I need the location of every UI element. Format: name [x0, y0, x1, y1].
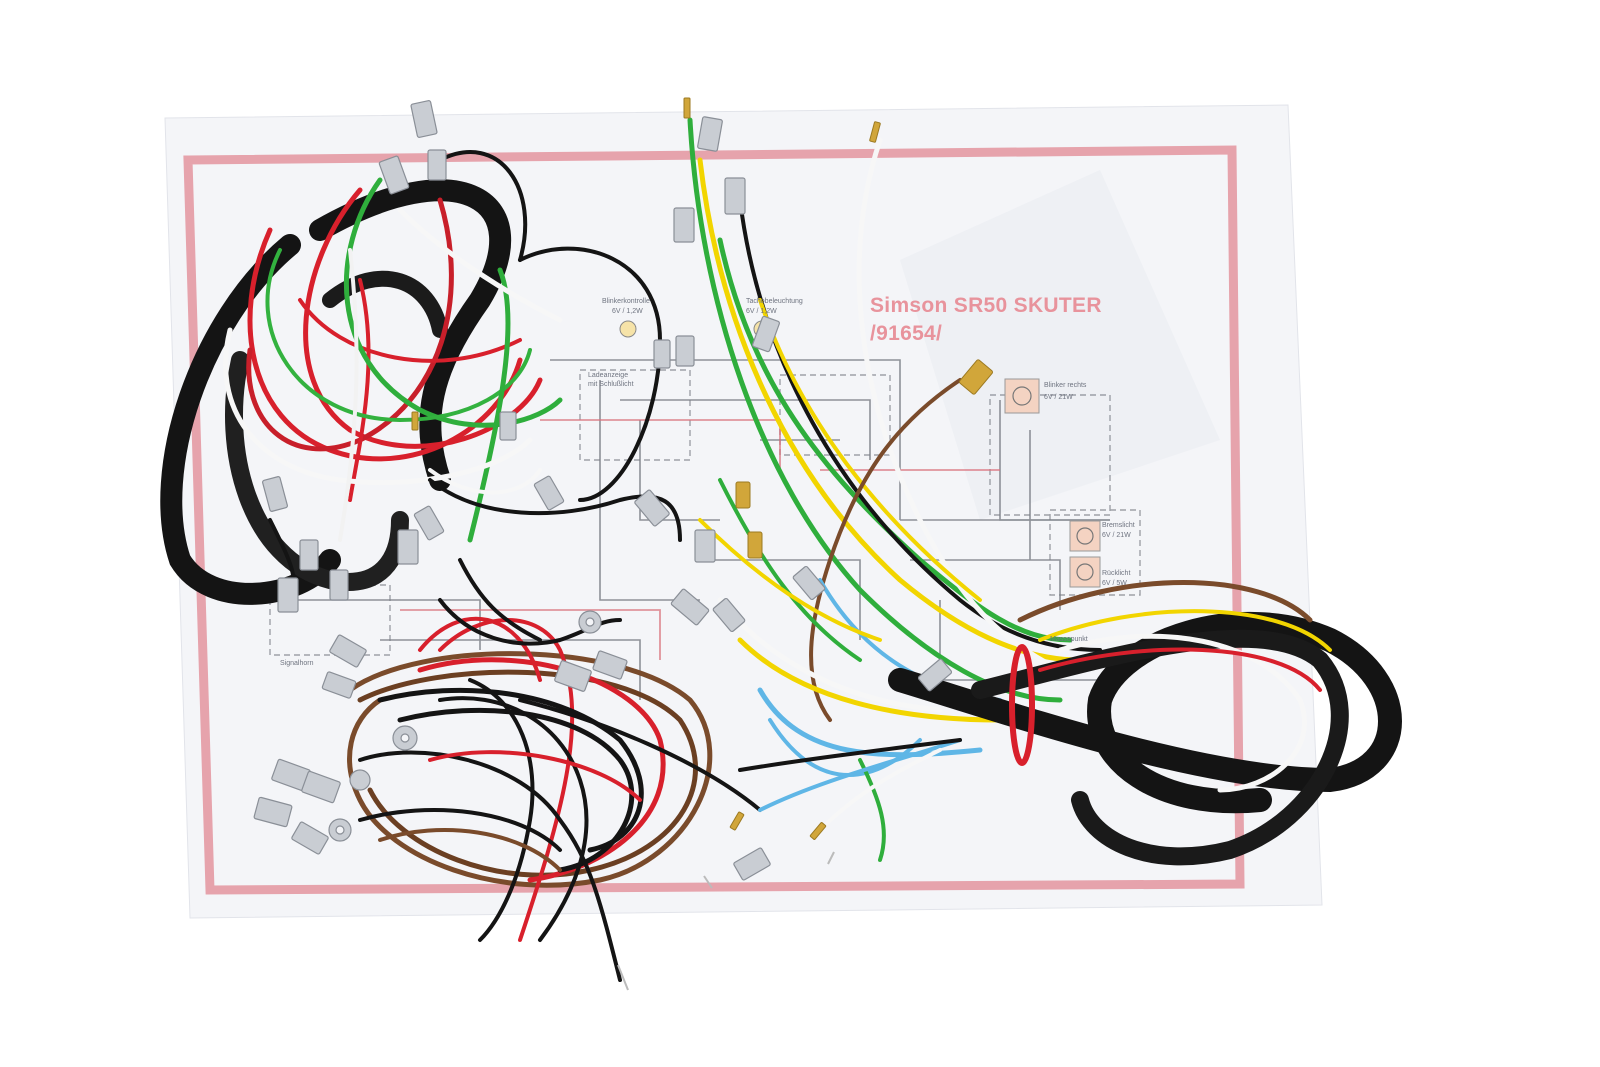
diagram-title-line-2: /91654/ — [870, 322, 943, 345]
label-blinker-right-spec: 6V / 21W — [1044, 394, 1073, 401]
label-tacho-light: Tachobeleuchtung — [746, 298, 803, 305]
label-charge-light-sub: mit Schlußlicht — [588, 381, 634, 388]
label-horn: Signalhorn — [280, 660, 314, 667]
label-tacho-light-spec: 6V / 1,2W — [746, 308, 777, 315]
brass-connector-icon — [411, 97, 993, 840]
diagram-frame — [183, 145, 1245, 895]
label-blinker-right: Blinker rechts — [1044, 382, 1087, 389]
paper-shade — [900, 170, 1220, 520]
bottom-left-coil — [347, 558, 762, 982]
label-blinker-control-spec: 6V / 1,2W — [612, 308, 643, 315]
label-ground: Massepunkt — [1050, 636, 1088, 643]
ring-terminal-icon — [328, 610, 602, 842]
right-harness — [687, 117, 1402, 866]
label-tail-light: Rücklicht — [1102, 570, 1131, 577]
wire-tips — [617, 851, 835, 991]
label-tail-light-spec: 6V / 5W — [1102, 580, 1127, 587]
label-blinker-control: Blinkerkontrolle — [602, 298, 650, 305]
label-charge-light: Ladeanzeige — [588, 372, 629, 379]
diagram-title-line-1: Simson SR50 SKUTER — [870, 294, 1102, 317]
spade-connector-icon — [253, 100, 953, 881]
label-brake-light: Bremslicht — [1102, 522, 1135, 529]
label-brake-light-spec: 6V / 21W — [1102, 532, 1131, 539]
diagram-title: Simson SR50 SKUTER /91654/ — [870, 292, 1102, 348]
